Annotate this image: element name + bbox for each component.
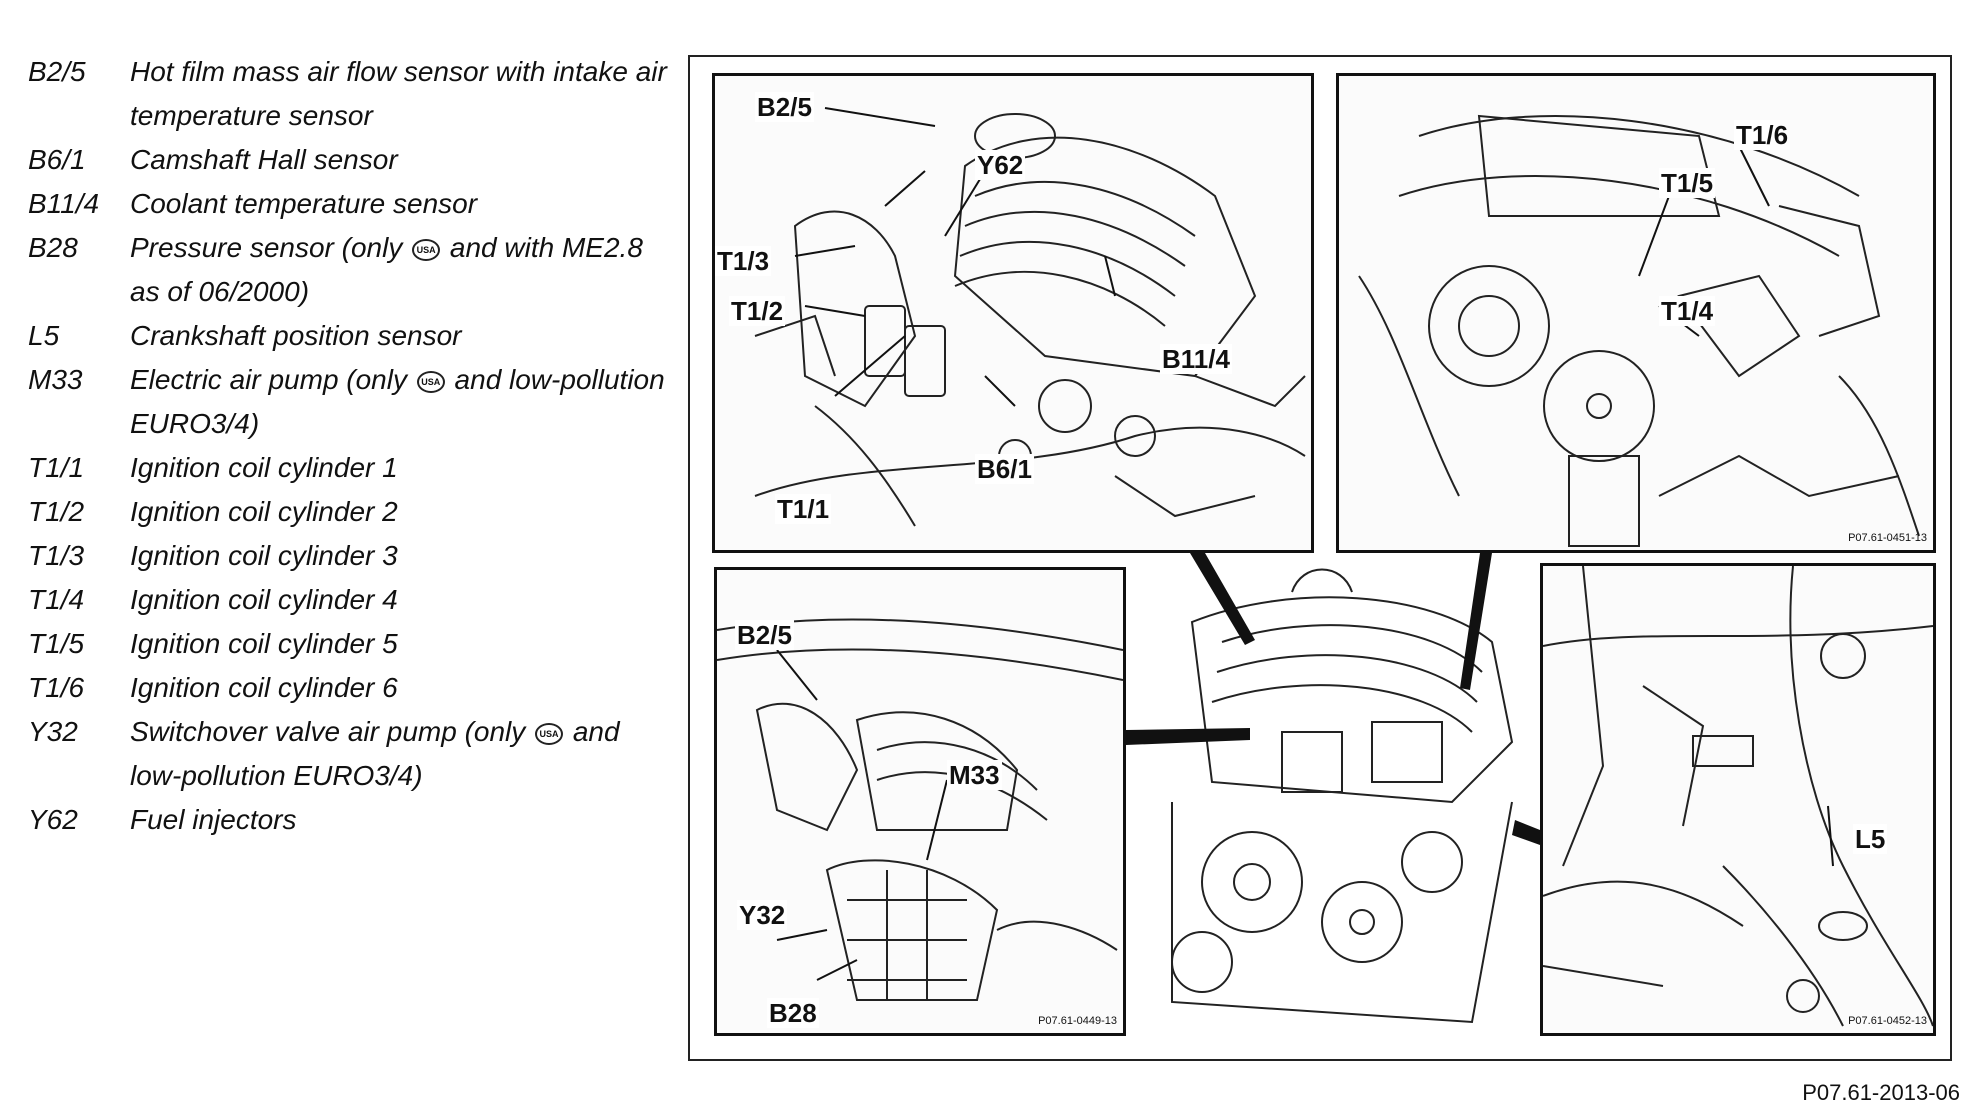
callout-label: T1/2	[729, 296, 786, 326]
legend-text-part: and with ME2.8 as of 06/2000)	[130, 232, 643, 307]
legend-text-part: and low-pollution EURO3/4)	[130, 364, 665, 439]
legend-row: T1/6 Ignition coil cylinder 6	[28, 666, 668, 710]
engine-illustration-top-left	[754, 107, 1306, 527]
panel-top-right: T1/6 T1/5 T1/4 P07.61-0451-13	[1336, 73, 1936, 553]
legend-text: Coolant temperature sensor	[130, 188, 478, 219]
panel-top-left: B2/5 Y62 T1/3 T1/2 T1/1 B11/4 B6/1	[712, 73, 1314, 553]
legend-code: T1/2	[28, 496, 85, 527]
legend-code: Y62	[28, 804, 78, 835]
usa-symbol-icon: USA	[416, 370, 445, 393]
legend-code: T1/6	[28, 672, 85, 703]
legend-text: Ignition coil cylinder 2	[130, 496, 398, 527]
legend-text: Switchover valve air pump (only USA and …	[130, 710, 668, 798]
legend-row: T1/3 Ignition coil cylinder 3	[28, 534, 668, 578]
legend-row: T1/1 Ignition coil cylinder 1	[28, 446, 668, 490]
legend-code: B11/4	[28, 188, 100, 219]
legend-text: Ignition coil cylinder 5	[130, 628, 398, 659]
callout-label: L5	[1853, 824, 1888, 854]
legend-text-part: Electric air pump (only	[130, 364, 407, 395]
legend-code: Y32	[28, 716, 78, 747]
panel-reference: P07.61-0452-13	[1848, 1015, 1927, 1027]
legend-row: B28 Pressure sensor (only USA and with ME…	[28, 226, 668, 314]
legend-text: Crankshaft position sensor	[130, 320, 462, 351]
callout-label: B2/5	[755, 92, 814, 122]
panel-bottom-right: L5 P07.61-0452-13	[1540, 563, 1936, 1036]
legend: B2/5 Hot film mass air flow sensor with i…	[28, 50, 668, 842]
callout-label: B28	[767, 998, 819, 1028]
legend-row: T1/2 Ignition coil cylinder 2	[28, 490, 668, 534]
callout-label: B6/1	[975, 454, 1034, 484]
legend-text-part: Pressure sensor (only	[130, 232, 403, 263]
legend-text: Fuel injectors	[130, 804, 297, 835]
legend-row: B11/4 Coolant temperature sensor	[28, 182, 668, 226]
legend-row: Y32 Switchover valve air pump (only USA a…	[28, 710, 668, 798]
connector-wedge	[1190, 553, 1255, 645]
connector-wedge	[1126, 728, 1250, 745]
legend-row: B6/1 Camshaft Hall sensor	[28, 138, 668, 182]
legend-code: T1/1	[28, 452, 85, 483]
panel-bottom-left: B2/5 M33 Y32 B28 P07.61-0449-13	[714, 567, 1126, 1036]
legend-code: B2/5	[28, 56, 86, 87]
legend-text: Camshaft Hall sensor	[130, 144, 398, 175]
legend-row: L5 Crankshaft position sensor	[28, 314, 668, 358]
legend-code: T1/3	[28, 540, 85, 571]
callout-label: T1/1	[775, 494, 832, 524]
callout-label: M33	[947, 760, 1002, 790]
legend-row: Y62 Fuel injectors	[28, 798, 668, 842]
legend-code: T1/4	[28, 584, 85, 615]
usa-symbol-icon: USA	[535, 722, 564, 745]
usa-symbol-icon: USA	[412, 238, 441, 261]
connector-wedge	[1460, 553, 1492, 690]
legend-text: Ignition coil cylinder 3	[130, 540, 398, 571]
legend-row: T1/5 Ignition coil cylinder 5	[28, 622, 668, 666]
figure-frame	[688, 55, 1952, 1061]
connector-wedge	[1512, 820, 1540, 845]
legend-text: Electric air pump (only USA and low-poll…	[130, 358, 668, 446]
callout-label: Y62	[975, 150, 1026, 180]
legend-code: B28	[28, 232, 78, 263]
legend-text-part: Switchover valve air pump (only	[130, 716, 526, 747]
legend-text: Ignition coil cylinder 6	[130, 672, 398, 703]
legend-code: L5	[28, 320, 60, 351]
panel-reference: P07.61-0449-13	[1038, 1015, 1117, 1027]
legend-text: Ignition coil cylinder 1	[130, 452, 398, 483]
legend-code: B6/1	[28, 144, 86, 175]
figure-reference: P07.61-2013-06	[1802, 1080, 1960, 1105]
legend-row: B2/5 Hot film mass air flow sensor with i…	[28, 50, 668, 138]
legend-text: Pressure sensor (only USA and with ME2.8…	[130, 226, 668, 314]
callout-label: T1/4	[1659, 296, 1716, 326]
legend-text-part: and low-pollution EURO3/4)	[130, 716, 620, 791]
panel-reference: P07.61-0451-13	[1848, 532, 1927, 544]
engine-illustration-top-right	[1358, 114, 1920, 547]
legend-text: Ignition coil cylinder 4	[130, 584, 398, 615]
legend-row: T1/4 Ignition coil cylinder 4	[28, 578, 668, 622]
callout-label: B11/4	[1160, 344, 1232, 374]
engine-overview-illustration	[1171, 568, 1514, 1024]
legend-row: M33 Electric air pump (only USA and low-p…	[28, 358, 668, 446]
callout-label: T1/6	[1734, 120, 1791, 150]
legend-code: M33	[28, 364, 83, 395]
callout-label: T1/3	[715, 246, 772, 276]
callout-label: Y32	[737, 900, 788, 930]
callout-label: T1/5	[1659, 168, 1716, 198]
engine-illustration-bottom-left	[717, 618, 1123, 1001]
engine-illustration-bottom-right	[1543, 566, 1933, 1027]
legend-code: T1/5	[28, 628, 85, 659]
legend-text: Hot film mass air flow sensor with intak…	[130, 56, 667, 131]
panel-engine-overview	[1132, 562, 1532, 1038]
callout-label: B2/5	[735, 620, 794, 650]
